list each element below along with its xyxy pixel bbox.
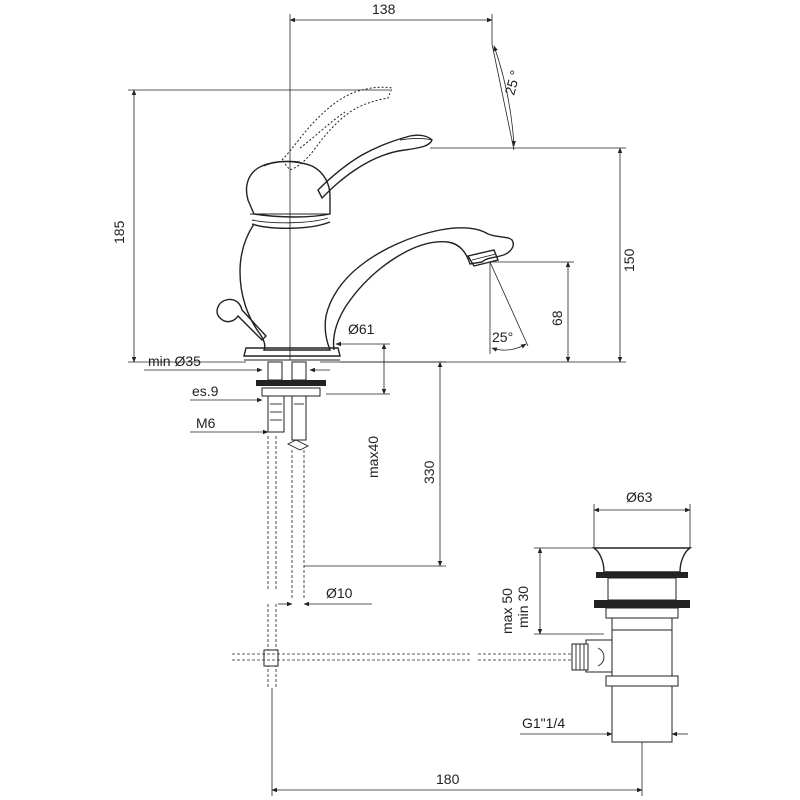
waste-tail xyxy=(611,685,673,743)
dim-angle-lever: 25 ° xyxy=(501,68,523,96)
dim-thickness: es.9 xyxy=(192,383,219,399)
under-deck-fixings xyxy=(256,361,326,600)
dim-waste-max: max 50 xyxy=(499,588,515,634)
pop-up-rod xyxy=(232,604,572,688)
washer xyxy=(261,387,321,397)
dimensions xyxy=(128,14,691,796)
dim-base-diameter: Ø61 xyxy=(348,321,375,337)
waste-seal-top xyxy=(596,572,688,578)
dim-185: 185 xyxy=(111,220,127,244)
threaded-rod xyxy=(267,395,285,433)
dim-waste-min: min 30 xyxy=(515,586,531,628)
handle-cap xyxy=(245,160,331,218)
dim-max-deck: max40 xyxy=(365,436,381,478)
dimension-labels: 138 185 150 68 25 ° 25° Ø61 min Ø35 es.9… xyxy=(111,1,653,787)
dim-angle-spout: 25° xyxy=(492,329,513,345)
waste-fitting xyxy=(571,547,693,743)
dim-150: 150 xyxy=(621,248,637,272)
dim-hole-diameter: min Ø35 xyxy=(148,353,201,369)
dim-180: 180 xyxy=(436,771,460,787)
base xyxy=(243,347,341,357)
dim-thread-m6: M6 xyxy=(196,415,216,431)
dim-waste-diameter: Ø63 xyxy=(626,489,653,505)
gasket xyxy=(256,380,326,386)
dim-138: 138 xyxy=(372,1,396,17)
dim-hose-diameter: Ø10 xyxy=(326,585,353,601)
aerator xyxy=(466,249,499,267)
lever-outline xyxy=(317,134,433,200)
dim-waste-thread: G1"1/4 xyxy=(522,715,565,731)
lever-raised-outline xyxy=(281,86,393,171)
waste-seal-bottom xyxy=(594,600,690,608)
faucet-body xyxy=(216,86,514,361)
side-lever xyxy=(216,298,267,341)
dim-68: 68 xyxy=(549,310,565,326)
inlet-connector xyxy=(267,361,283,381)
rod-clamp xyxy=(263,649,279,667)
dim-hose-length: 330 xyxy=(421,460,437,484)
waste-cap xyxy=(591,547,693,573)
body-spout xyxy=(239,223,514,351)
